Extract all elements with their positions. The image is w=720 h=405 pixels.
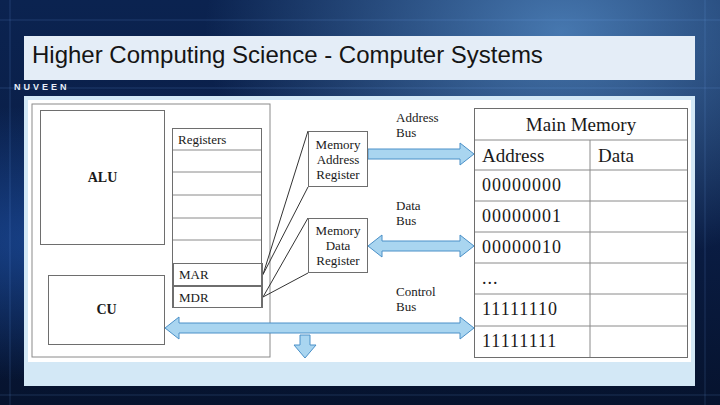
- table-header: Address: [482, 144, 544, 167]
- leader-connector: [263, 131, 308, 275]
- node-text: ALU: [88, 170, 118, 186]
- bus-stub-arrow: [294, 335, 316, 358]
- bus-arrow: [368, 235, 474, 257]
- node-text: MDR: [179, 290, 209, 305]
- node-text: Memory Data Register: [314, 223, 362, 268]
- bus-arrow: [368, 143, 474, 165]
- table-header: Data: [598, 144, 634, 167]
- register-box: Memory Data Register: [308, 218, 368, 273]
- bus-label: Control Bus: [396, 284, 436, 314]
- register-cell: MAR: [173, 263, 263, 286]
- table-cell: 00000001: [482, 205, 562, 227]
- node-text: MAR: [179, 267, 209, 282]
- watermark: NUVEEN: [14, 81, 70, 94]
- node-text: Main Memory: [526, 109, 636, 141]
- diagram-ground: [28, 100, 691, 362]
- register-box: Memory Address Register: [308, 131, 368, 187]
- cu-box: CU: [48, 275, 165, 345]
- bus-label: Data Bus: [396, 198, 421, 228]
- node-text: CU: [96, 302, 116, 318]
- node-text: Registers: [178, 129, 226, 151]
- alu-box: ALU: [40, 110, 165, 245]
- bus-arrow: [165, 317, 474, 339]
- node-text: Memory Address Register: [314, 137, 362, 182]
- register-cell: MDR: [173, 286, 263, 308]
- table-cell: 11111111: [482, 330, 557, 352]
- table-cell: 11111110: [482, 298, 558, 320]
- table-cell: 00000010: [482, 236, 562, 258]
- table-cell: 00000000: [482, 174, 562, 196]
- diagram-panel: [24, 96, 695, 386]
- leader-connector: [263, 218, 308, 297]
- register-column: RegistersMAR MDR: [172, 128, 262, 308]
- slide-title: Higher Computing Science - Computer Syst…: [32, 41, 543, 75]
- bus-label: Address Bus: [396, 110, 439, 140]
- title-bar: [24, 36, 695, 80]
- register-rows: [172, 150, 262, 240]
- table-cell: ...: [482, 267, 499, 289]
- cpu-outline: [32, 104, 270, 357]
- memory-grid: [474, 140, 688, 358]
